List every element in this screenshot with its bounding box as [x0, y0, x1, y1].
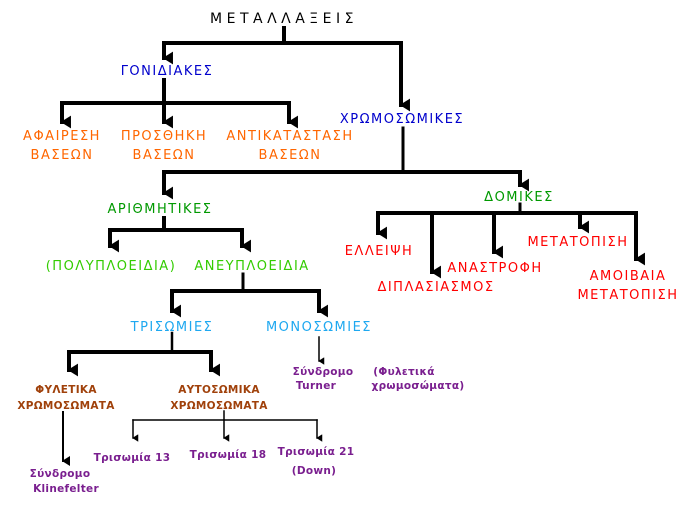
node-antikatastasi-line2: ΒΑΣΕΩΝ: [259, 148, 322, 163]
node-trisomia21-line1: Τρισωμία 21: [278, 446, 355, 458]
node-turner-line1: Σύνδρομο: [293, 366, 354, 378]
node-klinefelter-line1: Σύνδρομο: [30, 468, 91, 480]
node-aneuploeidia: ΑΝΕΥΠΛΟΕΙΔΙΑ: [194, 259, 309, 274]
node-labels: ΜΕΤΑΛΛΑΞΕΙΣ ΓΟΝΙΔΙΑΚΕΣ ΧΡΩΜΟΣΩΜΙΚΕΣ ΑΦΑΙ…: [17, 11, 678, 495]
node-turner-line2: Turner: [296, 380, 337, 392]
node-amoivaia-line2: ΜΕΤΑΤΟΠΙΣΗ: [577, 288, 678, 303]
node-turner-note-line1: (Φυλετικά: [373, 366, 434, 378]
connector-lines: [60, 26, 645, 466]
node-monosomies: ΜΟΝΟΣΩΜΙΕΣ: [266, 320, 372, 335]
node-turner-note-line2: χρωμοσώματα): [372, 380, 465, 392]
node-anastrofi: ΑΝΑΣΤΡΟΦΗ: [447, 261, 542, 276]
node-antikatastasi-line1: ΑΝΤΙΚΑΤΑΣΤΑΣΗ: [226, 129, 353, 144]
node-amoivaia-line1: ΑΜΟΙΒΑΙΑ: [590, 269, 667, 284]
node-trisomia21-line2: (Down): [292, 465, 337, 477]
node-metatopisi: ΜΕΤΑΤΟΠΙΣΗ: [527, 235, 628, 250]
node-fyletika-line1: ΦΥΛΕΤΙΚΑ: [35, 384, 97, 396]
node-domikes: ΔΟΜΙΚΕΣ: [484, 190, 554, 205]
node-fyletika-line2: ΧΡΩΜΟΣΩΜΑΤΑ: [17, 400, 115, 412]
node-autosomika-line1: ΑΥΤΟΣΩΜΙΚΑ: [178, 384, 260, 396]
node-klinefelter-line2: Klinefelter: [33, 483, 99, 495]
node-prosthiki-line2: ΒΑΣΕΩΝ: [133, 148, 196, 163]
node-autosomika-line2: ΧΡΩΜΟΣΩΜΑΤΑ: [170, 400, 268, 412]
node-trisomia18: Τρισωμία 18: [190, 449, 267, 461]
node-afairesi-line2: ΒΑΣΕΩΝ: [31, 148, 94, 163]
node-polyploeidia: (ΠΟΛΥΠΛΟΕΙΔΙΑ): [46, 259, 177, 274]
node-elleipsi: ΕΛΛΕΙΨΗ: [345, 244, 414, 259]
node-prosthiki-line1: ΠΡΟΣΘΗΚΗ: [121, 129, 207, 144]
node-afairesi-line1: ΑΦΑΙΡΕΣΗ: [23, 129, 101, 144]
node-diplasiasmos: ΔΙΠΛΑΣΙΑΣΜΟΣ: [377, 280, 494, 295]
node-gonidiakes: ΓΟΝΙΔΙΑΚΕΣ: [121, 64, 214, 79]
node-trisomia13: Τρισωμία 13: [94, 452, 171, 464]
node-xromosomikes: ΧΡΩΜΟΣΩΜΙΚΕΣ: [340, 112, 464, 127]
node-trisomies: ΤΡΙΣΩΜΙΕΣ: [130, 320, 214, 335]
node-arithmitikes: ΑΡΙΘΜΗΤΙΚΕΣ: [107, 202, 212, 217]
node-title: ΜΕΤΑΛΛΑΞΕΙΣ: [210, 11, 358, 27]
